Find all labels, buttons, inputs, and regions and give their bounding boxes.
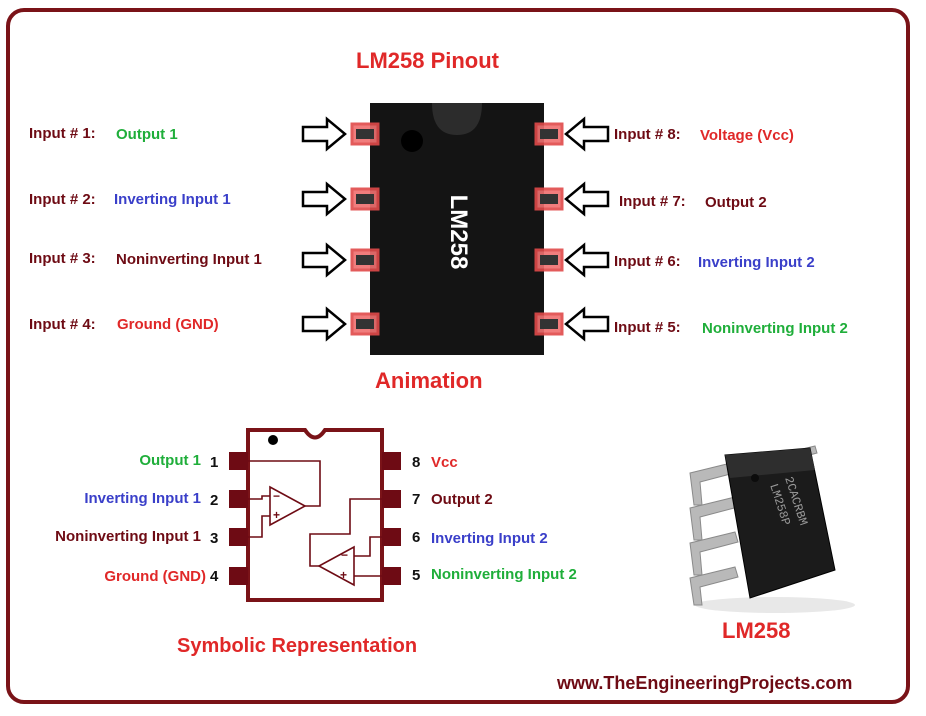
- sym-right-5-name: Noninverting Input 2: [431, 566, 577, 583]
- arrow-icons-right: [564, 116, 610, 342]
- right-pins: [534, 122, 564, 336]
- sym-left-2-num: 2: [210, 492, 219, 509]
- sym-right-6-num: 6: [412, 529, 421, 546]
- chip-label: LM258: [445, 194, 472, 270]
- arrow-icons-left: [301, 116, 347, 342]
- pin5-prefix: Input # 5:: [614, 319, 681, 336]
- opamp2-plus: +: [340, 568, 348, 582]
- sym-right-7-name: Output 2: [431, 491, 493, 508]
- pin1-dot: [401, 130, 423, 152]
- sym-left-3-num: 3: [210, 530, 219, 547]
- sym-left-1-name: Output 1: [139, 452, 201, 469]
- pin7-name: Output 2: [705, 194, 767, 211]
- pin6-name: Inverting Input 2: [698, 254, 815, 271]
- chip-notch: [432, 103, 482, 135]
- symbolic-caption: Symbolic Representation: [177, 635, 418, 657]
- pin2-prefix: Input # 2:: [29, 191, 96, 208]
- website-link[interactable]: www.TheEngineeringProjects.com: [557, 673, 853, 693]
- sym-left-3-name: Noninverting Input 1: [55, 528, 201, 545]
- pin2-name: Inverting Input 1: [114, 191, 231, 208]
- sym-left-4-num: 4: [210, 568, 219, 585]
- border-frame: [6, 8, 910, 704]
- left-pins: [350, 122, 380, 336]
- pin1-name: Output 1: [116, 126, 178, 143]
- chip-body: [370, 103, 544, 355]
- symbolic-chip: [229, 428, 401, 602]
- pin4-prefix: Input # 4:: [29, 316, 96, 333]
- opamp2-minus: −: [341, 548, 349, 562]
- pin1-prefix: Input # 1:: [29, 125, 96, 142]
- pin5-name: Noninverting Input 2: [702, 320, 848, 337]
- opamp1-plus: +: [273, 508, 281, 522]
- sym-right-8-num: 8: [412, 454, 421, 471]
- sym-left-1-num: 1: [210, 454, 219, 471]
- page-title: LM258 Pinout: [356, 48, 500, 73]
- pin3-prefix: Input # 3:: [29, 250, 96, 267]
- sym-right-6-name: Inverting Input 2: [431, 530, 548, 547]
- sym-left-2-name: Inverting Input 1: [84, 490, 201, 507]
- pin6-prefix: Input # 6:: [614, 253, 681, 270]
- opamp1-minus: −: [273, 489, 281, 503]
- pin7-prefix: Input # 7:: [619, 193, 686, 210]
- sym-right-5-num: 5: [412, 567, 421, 584]
- chip-photo: 2CACRBM LM258P: [689, 445, 855, 613]
- pin4-name: Ground (GND): [117, 316, 219, 333]
- sym-right-7-num: 7: [412, 491, 421, 508]
- photo-caption: LM258: [722, 618, 791, 643]
- pin3-name: Noninverting Input 1: [116, 251, 262, 268]
- sym-left-4-name: Ground (GND): [104, 568, 206, 585]
- sym-right-8-name: Vcc: [431, 454, 458, 471]
- pin8-name: Voltage (Vcc): [700, 127, 794, 144]
- pin8-prefix: Input # 8:: [614, 126, 681, 143]
- animation-caption: Animation: [375, 368, 483, 393]
